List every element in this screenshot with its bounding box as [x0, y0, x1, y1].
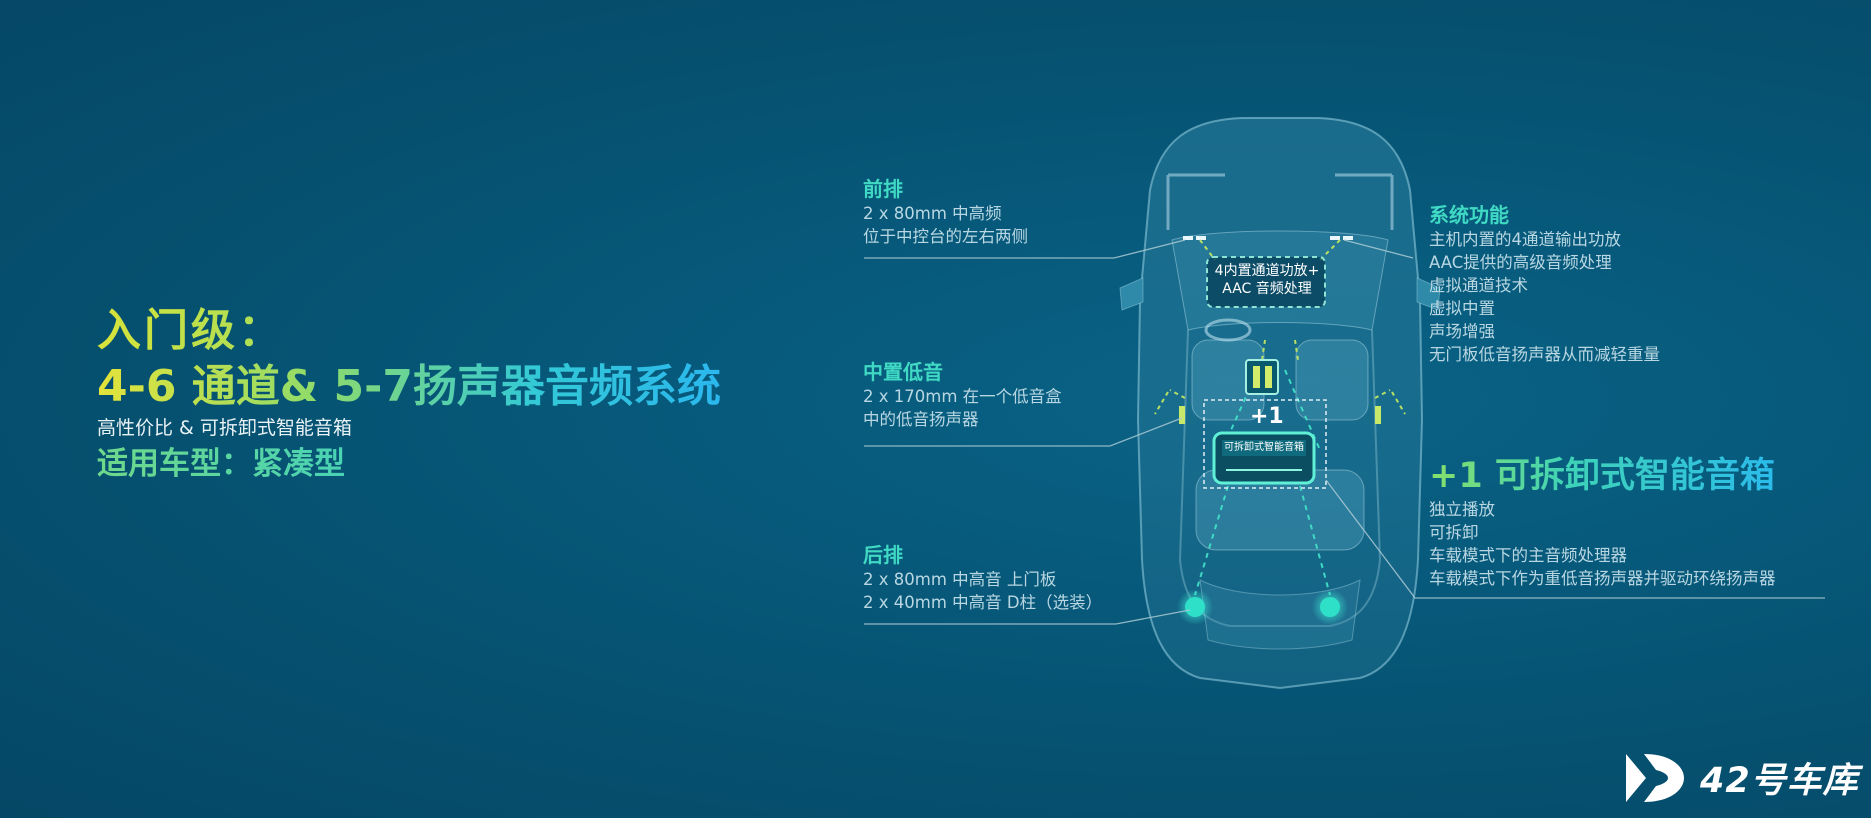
speaker-line: 车载模式下的主音频处理器 [1429, 546, 1627, 565]
smart-speaker-icon [1212, 431, 1316, 485]
amp-label-line1: 4内置通道功放+ [1214, 263, 1320, 279]
rear-callout: 后排 2 x 80mm 中高音 上门板 2 x 40mm 中高音 D柱（选装） [863, 542, 1102, 614]
tagline: 高性价比 & 可拆卸式智能音箱 [97, 417, 352, 439]
subwoofer-icon [1245, 359, 1279, 395]
rear-line: 2 x 80mm 中高音 上门板 [863, 570, 1057, 589]
system-title-label: 系统功能 [1429, 203, 1509, 227]
amp-label-line2: AAC 音频处理 [1222, 281, 1312, 297]
system-line: 虚拟中置 [1429, 299, 1495, 318]
speaker-line: 可拆卸 [1429, 523, 1479, 542]
rear-line: 2 x 40mm 中高音 D柱（选装） [863, 593, 1103, 612]
system-line: 虚拟通道技术 [1429, 276, 1528, 295]
brand-logo-icon [1626, 754, 1684, 802]
plus-one-mark: +1 [1250, 404, 1284, 429]
system-line: 声场增强 [1429, 322, 1495, 341]
center-callout: 中置低音 2 x 170mm 在一个低音盒 中的低音扬声器 [863, 359, 1062, 431]
front-line: 位于中控台的左右两侧 [863, 227, 1028, 246]
front-line: 2 x 80mm 中高频 [863, 204, 1002, 223]
speaker-line: 车载模式下作为重低音扬声器并驱动环绕扬声器 [1429, 569, 1776, 588]
system-line: 主机内置的4通道输出功放 [1429, 230, 1621, 249]
front-title: 前排 [863, 177, 903, 201]
system-title: 4-6 通道& 5-7扬声器音频系统 [97, 361, 721, 412]
center-title: 中置低音 [863, 360, 943, 384]
system-line: AAC提供的高级音频处理 [1429, 253, 1612, 272]
front-callout: 前排 2 x 80mm 中高频 位于中控台的左右两侧 [863, 176, 1028, 248]
brand-name: 42号车库 [1700, 761, 1859, 801]
system-callout: 系统功能 主机内置的4通道输出功放 AAC提供的高级音频处理 虚拟通道技术 虚拟… [1429, 202, 1660, 366]
speaker-callout: +1 可拆卸式智能音箱 独立播放 可拆卸 车载模式下的主音频处理器 车载模式下作… [1429, 454, 1776, 590]
speaker-line: 独立播放 [1429, 500, 1495, 519]
rear-title: 后排 [863, 543, 903, 567]
level-title: 入门级： [97, 305, 721, 357]
tweeter-icon [1183, 236, 1353, 240]
system-line: 无门板低音扬声器从而减轻重量 [1429, 345, 1660, 364]
fit-model: 适用车型：紧凑型 [97, 443, 721, 485]
center-line: 中的低音扬声器 [863, 410, 979, 429]
headline-block: 入门级： 4-6 通道& 5-7扬声器音频系统 高性价比 & 可拆卸式智能音箱 … [97, 305, 721, 485]
center-line: 2 x 170mm 在一个低音盒 [863, 387, 1062, 406]
speaker-badge-label: 可拆卸式智能音箱 [1224, 442, 1304, 453]
speaker-title: +1 可拆卸式智能音箱 [1429, 456, 1775, 496]
